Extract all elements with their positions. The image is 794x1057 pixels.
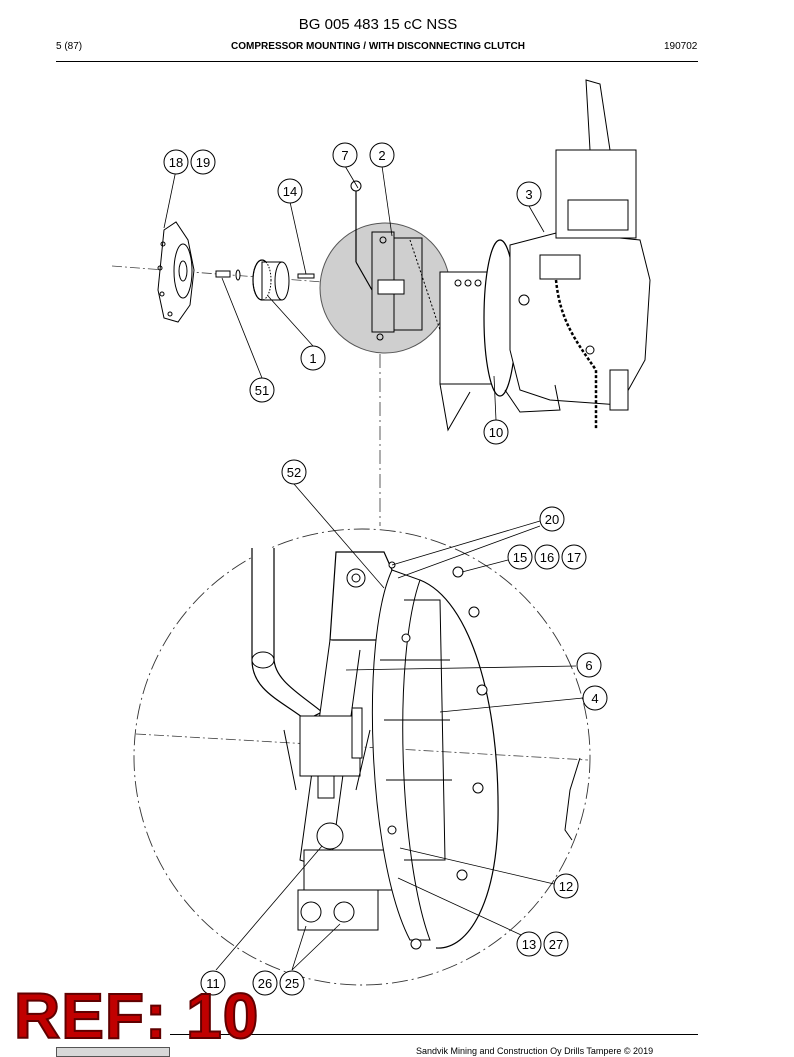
clutch-lever-small xyxy=(350,180,441,341)
svg-text:27: 27 xyxy=(549,937,563,952)
svg-text:15: 15 xyxy=(513,550,527,565)
compressor-edge-fragment xyxy=(564,757,581,841)
header-divider xyxy=(56,61,698,62)
detail-centerline xyxy=(135,733,589,761)
callout-16: 16 xyxy=(534,544,560,570)
svg-text:17: 17 xyxy=(567,550,581,565)
callout-balloons: 18 19 7 2 14 3 1 51 10 52 20 15 16 17 6 … xyxy=(163,142,608,996)
svg-text:7: 7 xyxy=(341,148,348,163)
callout-26: 26 xyxy=(252,970,278,996)
svg-text:26: 26 xyxy=(258,976,272,991)
svg-text:1: 1 xyxy=(309,351,316,366)
section-title: COMPRESSOR MOUNTING / WITH DISCONNECTING… xyxy=(231,41,525,52)
svg-text:16: 16 xyxy=(540,550,554,565)
flange-part xyxy=(157,221,195,323)
callout-15: 15 xyxy=(507,544,533,570)
svg-text:18: 18 xyxy=(169,155,183,170)
svg-text:51: 51 xyxy=(255,383,269,398)
callout-4: 4 xyxy=(582,685,608,711)
detail-view-circle xyxy=(133,528,591,986)
callout-27: 27 xyxy=(543,931,569,957)
key-part xyxy=(297,273,315,279)
svg-text:52: 52 xyxy=(287,465,301,480)
svg-text:3: 3 xyxy=(525,187,532,202)
callout-14: 14 xyxy=(277,178,303,204)
bolt-part xyxy=(215,269,241,281)
callout-13: 13 xyxy=(516,931,542,957)
svg-text:25: 25 xyxy=(285,976,299,991)
callout-3: 3 xyxy=(516,181,542,207)
svg-text:13: 13 xyxy=(522,937,536,952)
svg-text:20: 20 xyxy=(545,512,559,527)
callout-19: 19 xyxy=(190,149,216,175)
callout-10: 10 xyxy=(483,419,509,445)
callout-7: 7 xyxy=(332,142,358,168)
callout-20: 20 xyxy=(539,506,565,532)
callout-6: 6 xyxy=(576,652,602,678)
callout-51: 51 xyxy=(249,377,275,403)
footer-copyright: Sandvik Mining and Construction Oy Drill… xyxy=(416,1046,654,1056)
callout-1: 1 xyxy=(300,345,326,371)
svg-text:6: 6 xyxy=(585,658,592,673)
svg-text:10: 10 xyxy=(489,425,503,440)
document-date: 190702 xyxy=(664,41,698,52)
lever-handle-large xyxy=(251,548,324,721)
callout-17: 17 xyxy=(561,544,587,570)
svg-text:2: 2 xyxy=(378,148,385,163)
clutch-bracket-large xyxy=(283,551,401,931)
callout-18: 18 xyxy=(163,149,189,175)
ref-stamp: REF: 10 xyxy=(13,980,260,1052)
svg-text:14: 14 xyxy=(283,184,297,199)
compressor-body xyxy=(439,79,651,432)
coupling-part xyxy=(252,259,290,301)
svg-text:19: 19 xyxy=(196,155,210,170)
callout-11: 11 xyxy=(200,970,226,996)
document-title: BG 005 483 15 cC NSS xyxy=(298,16,458,33)
svg-text:4: 4 xyxy=(591,691,598,706)
svg-text:11: 11 xyxy=(206,976,220,991)
callout-52: 52 xyxy=(281,459,307,485)
callout-12: 12 xyxy=(553,873,579,899)
leader-lines xyxy=(163,165,584,971)
callout-2: 2 xyxy=(369,142,395,168)
disc-plate-large xyxy=(371,561,499,950)
footer-divider xyxy=(170,1034,698,1035)
callout-25: 25 xyxy=(279,970,305,996)
page-number: 5 (87) xyxy=(56,41,83,52)
svg-text:12: 12 xyxy=(559,879,573,894)
